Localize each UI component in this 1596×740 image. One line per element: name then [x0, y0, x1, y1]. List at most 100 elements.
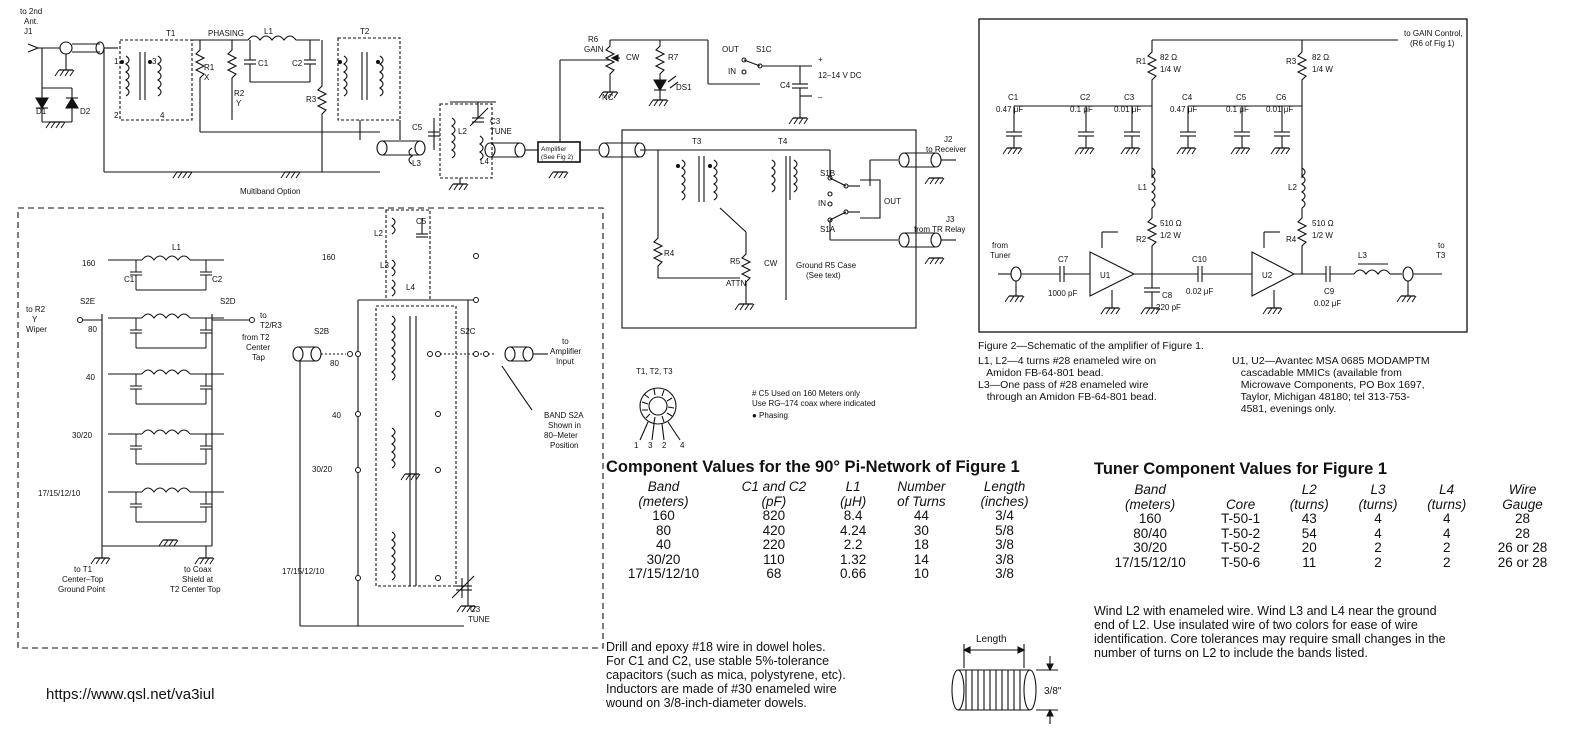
fig2-c10a: C10 [1192, 255, 1207, 264]
table1-cell: 14 [913, 551, 929, 567]
label-gain: GAIN [584, 45, 604, 54]
fig2-u1: U1 [1100, 271, 1111, 280]
fig2-r4v-2: 1/2 W [1312, 231, 1333, 240]
toroid-note-2: Use RG–174 coax where indicated [752, 399, 876, 408]
label-j3-1: J3 [946, 215, 955, 224]
table1-cell: 4.24 [840, 522, 867, 538]
bot-c1: C1 [124, 275, 135, 284]
table2-cell: T-50-2 [1221, 525, 1261, 541]
fig2-u2: U2 [1262, 271, 1273, 280]
label-j3-2: from TR Relay [914, 225, 965, 234]
fig2-l3: L3 [1358, 251, 1367, 260]
bot-to-t1-1: to T1 [74, 565, 93, 574]
bot-b3020: 30/20 [72, 431, 93, 440]
table2-header: Core [1225, 497, 1256, 512]
fig2-caption-left: L1, L2—4 turns #28 enameled wire on Amid… [978, 355, 1157, 403]
toroid-pin-2: 2 [662, 441, 667, 450]
bot-band-1: BAND S2A [544, 411, 584, 420]
coil-dimension-drawing: Length 3/8" [951, 634, 1062, 724]
table1-cell: 8.4 [843, 508, 863, 523]
fig2-r2: R2 [1136, 235, 1147, 244]
label-minus: – [818, 93, 823, 102]
fig2-c4b: 0.47 μF [1170, 105, 1197, 114]
bot-to-amp-3: Input [556, 357, 575, 366]
bot-b17: 17/15/12/10 [38, 489, 81, 498]
table1-cell: 30/20 [646, 551, 681, 567]
fig2-c3b: 0.01 μF [1114, 105, 1141, 114]
label-ds1: DS1 [676, 83, 692, 92]
table2-cell: T-50-6 [1221, 554, 1261, 570]
figure2-amplifier-schematic: to GAIN Control, (R6 of Fig 1) R1 82 Ω 1… [978, 18, 1468, 333]
bot-r3020: 30/20 [312, 465, 333, 474]
fig2-r3: R3 [1286, 57, 1297, 66]
table2-cell: T-50-1 [1221, 511, 1261, 526]
table1-cell: 0.66 [840, 566, 867, 581]
label-w1: 1 [114, 57, 119, 66]
table1-cell: 220 [762, 537, 786, 552]
source-url[interactable]: https://www.qsl.net/va3iul [46, 686, 215, 703]
label-ground-r5-1: Ground R5 Case [796, 261, 857, 270]
fig2-gain-ctrl-2: (R6 of Fig 1) [1410, 39, 1455, 48]
fig2-to-t3-2: T3 [1436, 251, 1446, 260]
table1-cell: 10 [913, 566, 929, 581]
label-cw: CW [626, 53, 640, 62]
label-t4: T4 [778, 137, 788, 146]
label-r6: R6 [588, 35, 599, 44]
fig2-to-t3-1: to [1438, 241, 1445, 250]
table1-row: 17/15/12/10 68 0.66 10 3/8 [606, 566, 1046, 582]
table2-header: L2(turns) [1289, 482, 1329, 512]
table1-cell: 68 [766, 566, 782, 581]
bot-to-t1-3: Ground Point [58, 585, 106, 594]
fig2-c4a: C4 [1182, 93, 1193, 102]
table2-cell: 17/15/12/10 [1114, 554, 1186, 570]
label-r2y: Y [236, 99, 242, 108]
label-s1c: S1C [756, 45, 772, 54]
label-c4: C4 [780, 81, 791, 90]
table1-cell: 40 [656, 537, 672, 552]
label-in2: IN [818, 199, 826, 208]
table1-cell: 3/8 [995, 537, 1014, 552]
label-s1a: S1A [820, 225, 836, 234]
table1-cell: 17/15/12/10 [627, 566, 700, 581]
table2-cell: 2 [1374, 554, 1382, 570]
label-cw2: CW [764, 259, 778, 268]
bot-to-r2-1: to R2 [26, 305, 46, 314]
table1-header: Band(meters) [638, 479, 689, 509]
table2-cell: 2 [1442, 554, 1451, 570]
label-r5: R5 [730, 257, 741, 266]
bot-to-coax-3: T2 Center Top [170, 585, 221, 594]
label-j2-2: to Receiver [926, 145, 967, 154]
bot-to-t2-2: T2/R3 [260, 321, 282, 330]
table2-cell: 160 [1138, 511, 1162, 526]
fig2-r4: R4 [1286, 235, 1297, 244]
table2-cell: 20 [1301, 540, 1317, 555]
fig2-r1v-1: 82 Ω [1160, 53, 1177, 62]
toroid-pin-4: 4 [680, 441, 685, 450]
fig2-c7b: 1000 pF [1048, 289, 1077, 298]
table1-cell: 18 [913, 537, 929, 552]
coil-length-label: Length [976, 634, 1007, 645]
fig2-r2v-1: 510 Ω [1160, 219, 1182, 228]
table1-cell: 160 [652, 508, 675, 523]
label-plus: + [818, 55, 823, 64]
label-t1: T1 [166, 29, 176, 38]
table1-title: Component Values for the 90° Pi-Network … [606, 458, 1020, 476]
bot-to-t1-2: Center–Top [62, 575, 104, 584]
bot-r40: 40 [332, 411, 341, 420]
label-j2-1: J2 [944, 135, 953, 144]
fig2-c10b: 0.02 μF [1186, 287, 1213, 296]
label-supply: 12–14 V DC [818, 71, 862, 80]
table1-cell: 5/8 [995, 522, 1014, 538]
label-c3: C3 [490, 117, 501, 126]
label-l3: L3 [412, 159, 421, 168]
bot-from-t2-3: Tap [252, 353, 265, 362]
toroid-label: T1, T2, T3 [636, 367, 673, 376]
bot-r80: 80 [330, 359, 339, 368]
table1-cell: 3/8 [995, 566, 1014, 581]
label-c5: C5 [412, 123, 423, 132]
fig2-c5b: 0.1 μF [1226, 105, 1249, 114]
